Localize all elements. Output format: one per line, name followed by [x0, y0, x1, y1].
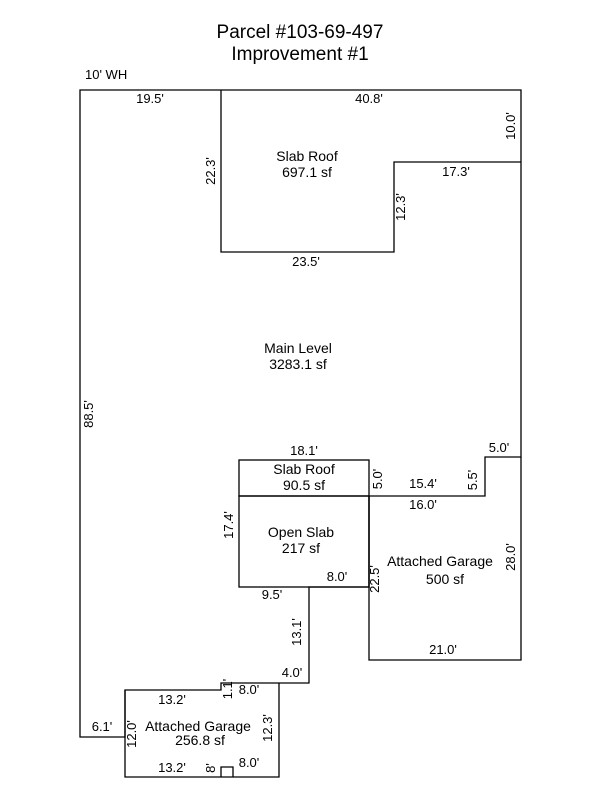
- main-level-size: 3283.1 sf: [269, 356, 327, 372]
- dim-15-4: 15.4': [409, 476, 437, 491]
- dim-12-3-bottom: 12.3': [260, 714, 275, 742]
- dim-19-5: 19.5': [136, 91, 164, 106]
- slab-roof-lower-size: 90.5 sf: [283, 477, 325, 493]
- dim-88-5: 88.5': [81, 400, 96, 428]
- drawing-title: Parcel #103-69-497 Improvement #1: [0, 22, 600, 66]
- attached-garage-left-size: 256.8 sf: [175, 732, 225, 748]
- wh-label: 10' WH: [85, 67, 127, 82]
- dim-17-3: 17.3': [442, 164, 470, 179]
- dim-5-5: 5.5': [465, 470, 480, 491]
- dim-9-5: 9.5': [262, 587, 283, 602]
- dim-23-5: 23.5': [292, 254, 320, 269]
- dim-6-1: 6.1': [92, 719, 113, 734]
- improvement-number: Improvement #1: [231, 44, 369, 65]
- attached-garage-right-size: 500 sf: [426, 571, 464, 587]
- dim-22-3: 22.3': [203, 157, 218, 185]
- dim-18-1: 18.1': [290, 443, 318, 458]
- dim-13-2-top: 13.2': [158, 692, 186, 707]
- attached-garage-right-name: Attached Garage: [387, 553, 493, 569]
- parcel-number: Parcel #103-69-497: [216, 22, 384, 43]
- dim-12-0: 12.0': [124, 720, 139, 748]
- dim-28-0: 28.0': [503, 543, 518, 571]
- dim-13-2-bottom: 13.2': [158, 760, 186, 775]
- dim-21-0: 21.0': [429, 642, 457, 657]
- dim-10-0: 10.0': [503, 112, 518, 140]
- dim-8-0-upper: 8.0': [239, 682, 260, 697]
- slab-roof-upper-outline: [220, 90, 521, 253]
- dim-22-5: 22.5': [367, 565, 382, 593]
- open-slab-name: Open Slab: [268, 524, 334, 540]
- dim-4-0: 4.0': [282, 665, 303, 680]
- slab-roof-upper-name: Slab Roof: [276, 148, 338, 164]
- attached-garage-right-outline: [368, 457, 522, 661]
- slab-roof-lower-name: Slab Roof: [273, 461, 335, 477]
- dim-5-0-mid: 5.0': [370, 469, 385, 490]
- open-slab-size: 217 sf: [282, 540, 320, 556]
- dim-16-0: 16.0': [409, 497, 437, 512]
- attached-garage-left-name: Attached Garage: [145, 718, 251, 734]
- dim-8-0-bottom: 8.0': [239, 755, 260, 770]
- dim-13-1: 13.1': [289, 618, 304, 646]
- main-level-name: Main Level: [264, 340, 332, 356]
- dim-1-1: 1.1': [220, 679, 235, 700]
- dim-17-4: 17.4': [221, 511, 236, 539]
- dim-12-3-top: 12.3': [393, 193, 408, 221]
- attached-garage-left-outline: [124, 683, 280, 778]
- dim-8-small: 8': [203, 763, 218, 773]
- dim-40-8: 40.8': [355, 91, 383, 106]
- slab-roof-upper-size: 697.1 sf: [282, 164, 332, 180]
- dim-8-0-mid: 8.0': [327, 569, 348, 584]
- dim-5-0-right: 5.0': [489, 440, 510, 455]
